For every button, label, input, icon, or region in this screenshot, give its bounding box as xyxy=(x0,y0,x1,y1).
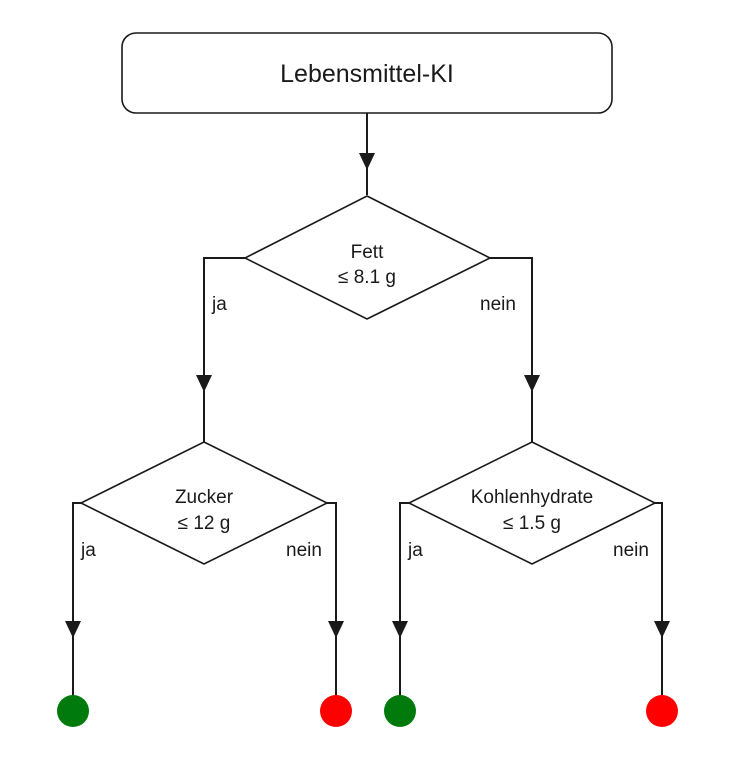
arrow-down-icon xyxy=(654,621,670,638)
arrow-down-icon xyxy=(65,621,81,638)
decision-zucker-line1: Zucker xyxy=(175,487,234,508)
connector-kohlenhydrate-ja xyxy=(399,502,409,696)
arrow-down-icon xyxy=(392,621,408,638)
edge-label-kohlenhydrate-ja: ja xyxy=(407,540,423,561)
leaf-red-circle xyxy=(320,695,352,727)
decision-node-zucker xyxy=(79,441,329,565)
edge-label-zucker-ja: ja xyxy=(80,540,96,561)
decision-fett-line1: Fett xyxy=(351,242,384,263)
connector-zucker-nein xyxy=(327,502,337,696)
arrow-down-icon xyxy=(359,153,375,170)
edge-label-kohlenhydrate-nein: nein xyxy=(613,540,649,561)
decision-node-fett xyxy=(243,195,492,320)
connector-kohlenhydrate-nein xyxy=(655,502,663,696)
edge-label-fett-nein: nein xyxy=(480,294,516,315)
decision-kohlenhydrate-line2: ≤ 1.5 g xyxy=(503,513,561,534)
leaf-green-circle xyxy=(57,695,89,727)
arrow-down-icon xyxy=(524,375,540,392)
leaf-red-circle xyxy=(646,695,678,727)
decision-kohlenhydrate-line1: Kohlenhydrate xyxy=(471,487,594,508)
decision-zucker-line2: ≤ 12 g xyxy=(178,513,231,534)
decision-fett-line2: ≤ 8.1 g xyxy=(338,267,396,288)
edge-label-fett-ja: ja xyxy=(211,294,227,315)
leaf-green-circle xyxy=(384,695,416,727)
connector-fett-nein xyxy=(490,257,533,442)
connector-zucker-ja xyxy=(72,502,81,696)
connector-fett-ja xyxy=(203,257,245,442)
arrow-down-icon xyxy=(196,375,212,392)
root-node-label: Lebensmittel-KI xyxy=(280,60,454,88)
edge-label-zucker-nein: nein xyxy=(286,540,322,561)
decision-node-kohlenhydrate xyxy=(407,441,657,565)
arrow-down-icon xyxy=(328,621,344,638)
